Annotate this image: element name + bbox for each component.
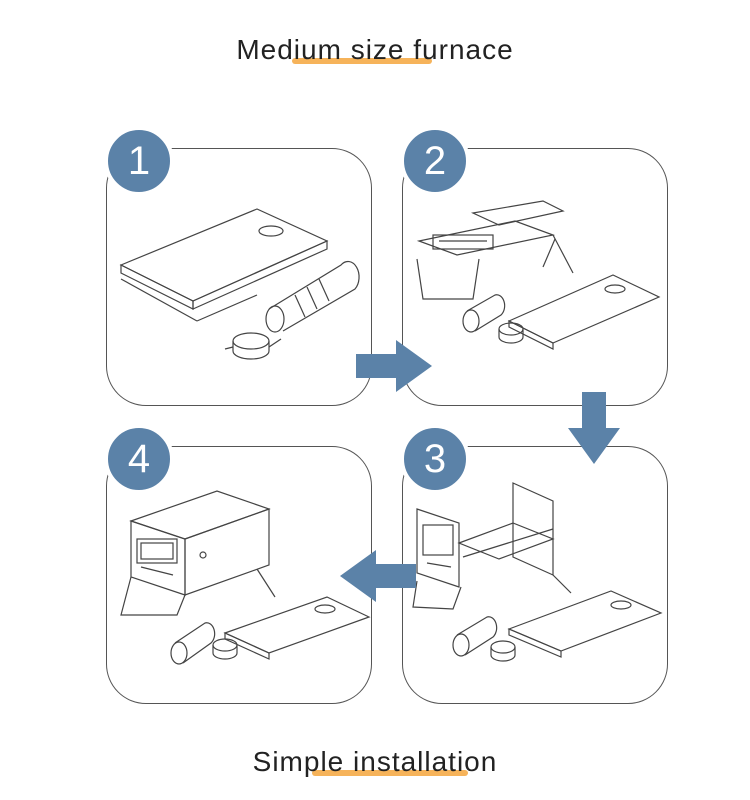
footer-title-text: Simple installation — [252, 746, 498, 777]
title-underline — [292, 58, 432, 64]
step-1-number: 1 — [127, 138, 151, 183]
arrow-right-icon — [356, 340, 432, 392]
open-stove-illustration — [416, 200, 661, 350]
page-title: Medium size furnace — [0, 34, 750, 66]
page-title-text: Medium size furnace — [236, 34, 514, 65]
step-2-badge: 2 — [400, 126, 470, 196]
assembling-stove-illustration — [412, 482, 663, 662]
arrow-down-icon — [568, 392, 620, 464]
step-4-number: 4 — [127, 436, 151, 481]
arrow-left-icon — [340, 550, 416, 602]
step-2-number: 2 — [423, 138, 447, 183]
step-3-number: 3 — [423, 436, 447, 481]
step-1-badge: 1 — [104, 126, 174, 196]
step-4-badge: 4 — [104, 424, 174, 494]
assembled-stove-illustration — [120, 490, 371, 665]
footer-title: Simple installation — [0, 746, 750, 778]
folded-stove-illustration — [119, 208, 360, 360]
step-3-badge: 3 — [400, 424, 470, 494]
footer-underline — [312, 770, 468, 776]
